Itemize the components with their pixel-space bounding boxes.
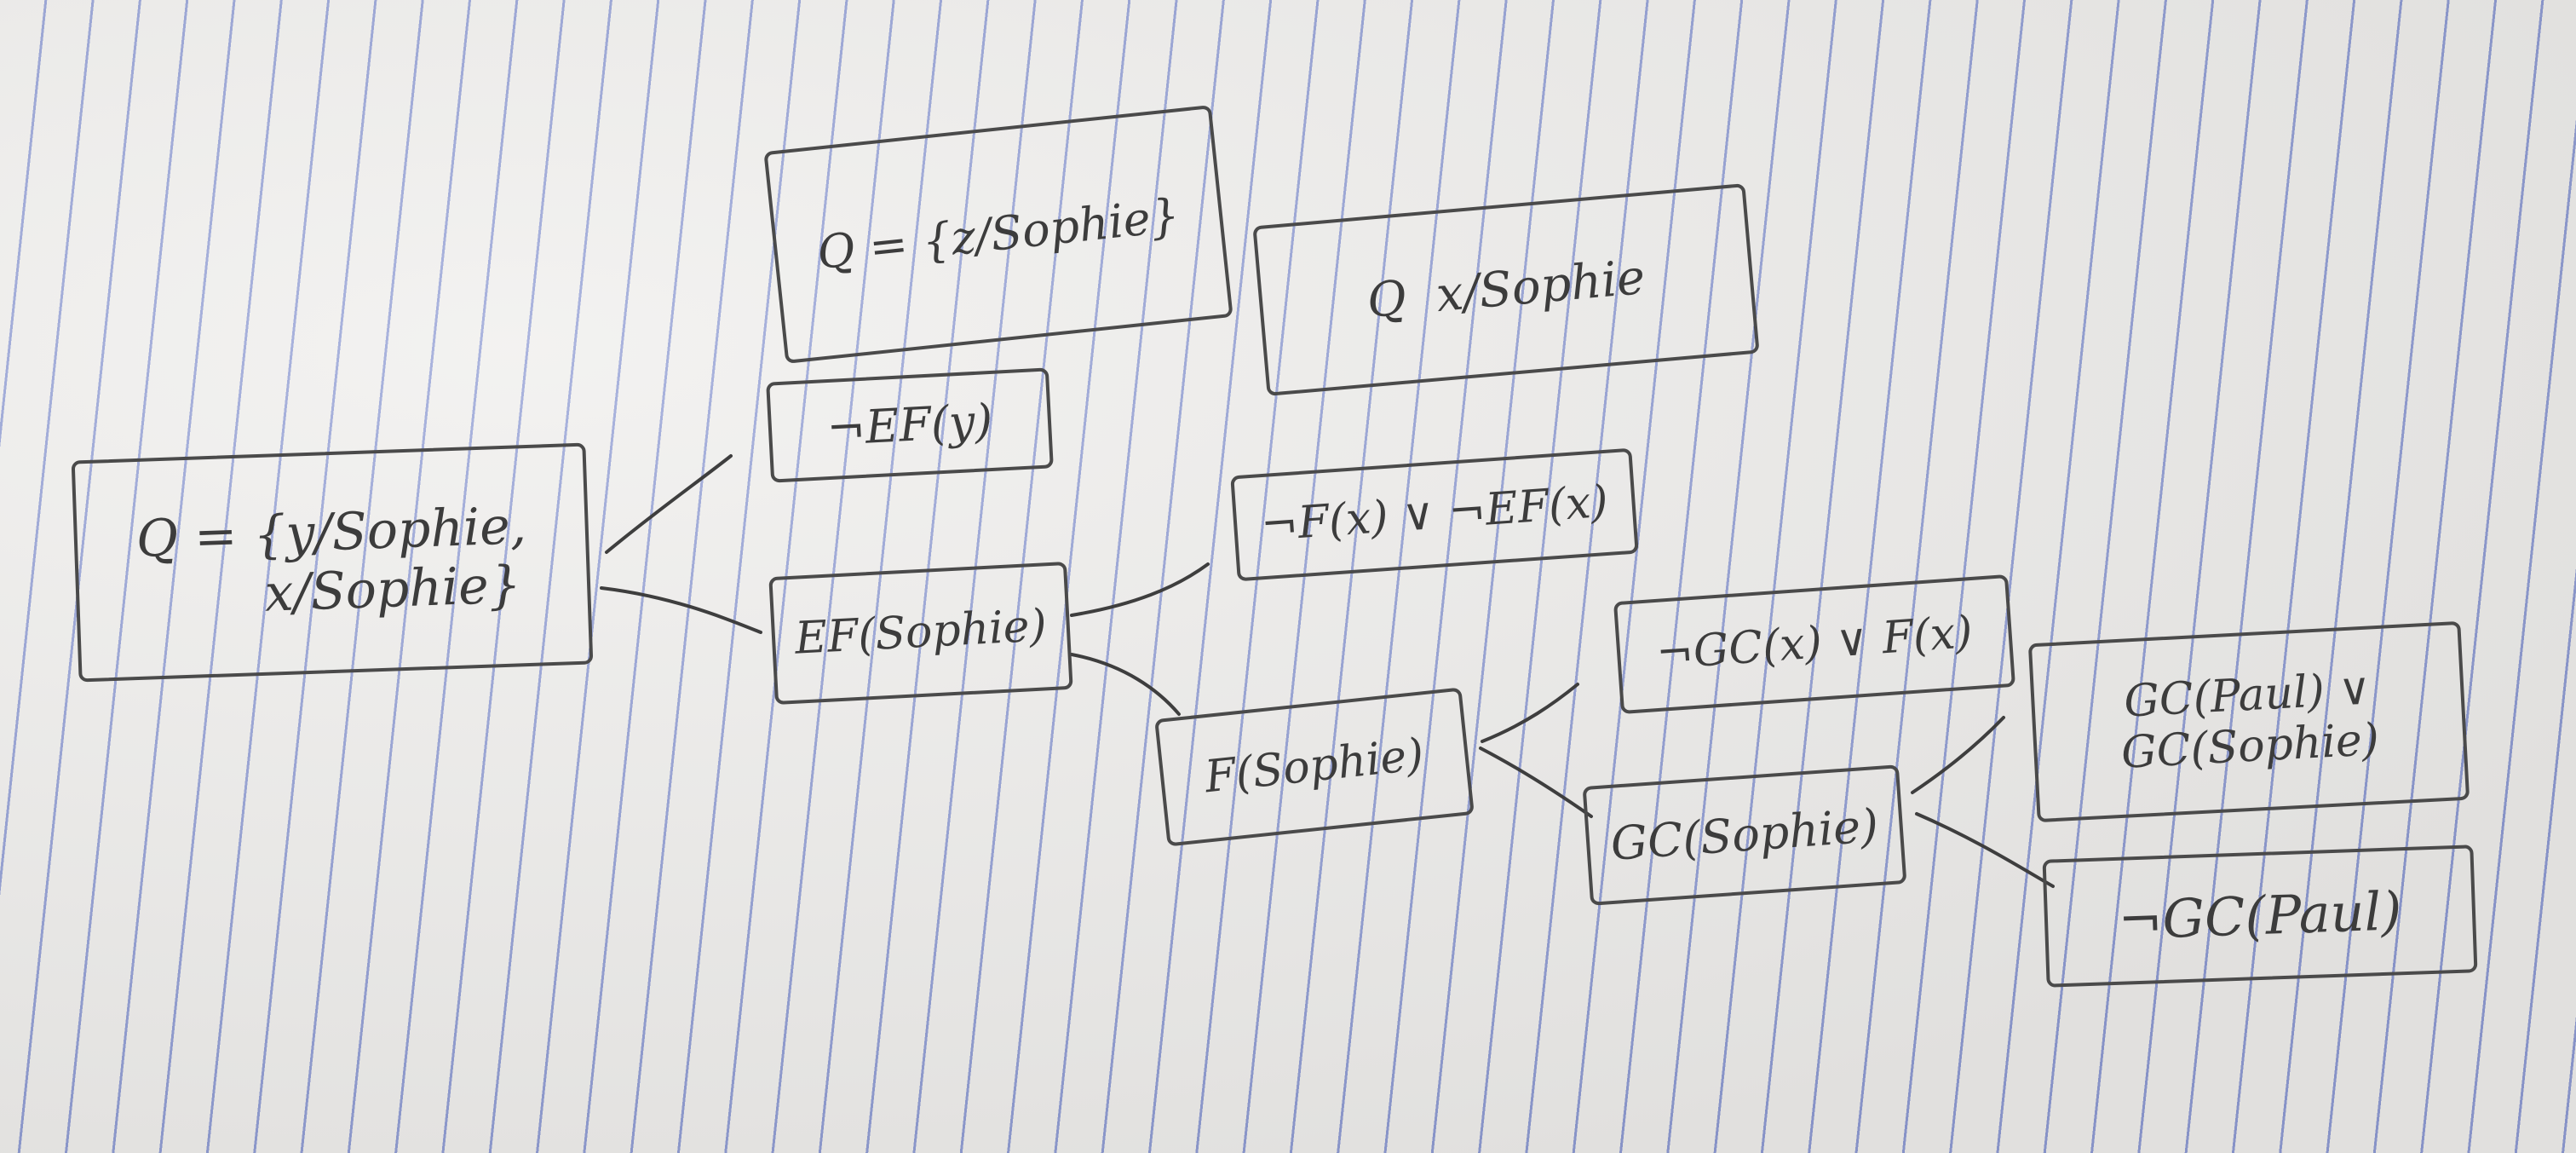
diagram-node-not-ef-y: ¬EF(y) bbox=[766, 367, 1054, 483]
node-gc-sophie-text: GC(Sophie) bbox=[1608, 798, 1881, 871]
node-clause-gc-f-text: ¬GC(x) ∨ F(x) bbox=[1654, 607, 1975, 680]
edge-ef-sophie-clause-f-ef bbox=[1070, 562, 1210, 617]
diagram-node-gc-sophie: GC(Sophie) bbox=[1582, 764, 1907, 906]
diagram-node-gc-paul-or-sophie: GC(Paul) ∨ GC(Sophie) bbox=[2027, 620, 2470, 823]
node-not-gc-paul-text: ¬GC(Paul) bbox=[2117, 879, 2403, 953]
node-clause-f-ef-text: ¬F(x) ∨ ¬EF(x) bbox=[1259, 476, 1610, 552]
edge-root-ef-sophie bbox=[600, 586, 762, 634]
edge-f-sophie-gc-sophie bbox=[1479, 747, 1593, 818]
node-ef-sophie-text: EF(Sophie) bbox=[793, 600, 1049, 665]
diagram-node-root: Q = {y/Sophie, x/Sophie} bbox=[71, 442, 594, 683]
edge-gc-sophie-not-gc-paul bbox=[1915, 812, 2055, 888]
edge-root-not-ef-y bbox=[605, 454, 733, 554]
node-not-ef-y-text: ¬EF(y) bbox=[825, 393, 994, 457]
node-f-sophie-text: F(Sophie) bbox=[1202, 729, 1427, 804]
node-top-right-text: Q x/Sophie bbox=[1365, 249, 1647, 329]
node-top-left-text: Q = {z/Sophie} bbox=[814, 187, 1182, 280]
edge-f-sophie-clause-gc-f bbox=[1481, 683, 1579, 743]
diagram-node-ef-sophie: EF(Sophie) bbox=[768, 561, 1073, 706]
edge-gc-sophie-gc-paul-or-sophie bbox=[1911, 716, 2005, 794]
diagram-node-not-gc-paul: ¬GC(Paul) bbox=[2042, 845, 2478, 988]
edge-ef-sophie-f-sophie bbox=[1070, 653, 1181, 716]
